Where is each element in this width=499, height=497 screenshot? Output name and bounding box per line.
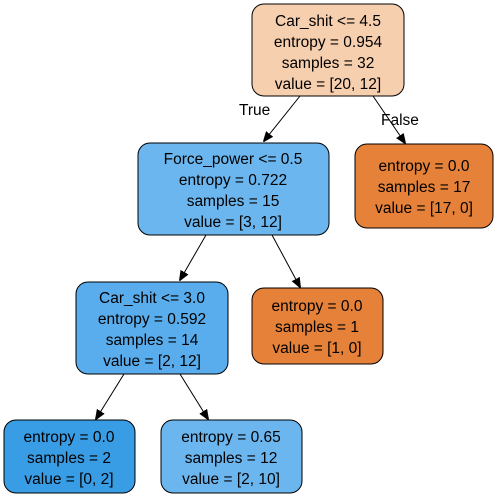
node-right3-value: value = [2, 10]: [182, 471, 280, 488]
node-right1-entropy: entropy = 0.0: [379, 158, 470, 175]
edge-root-left1: [264, 95, 301, 141]
node-right3: entropy = 0.65 samples = 12 value = [2, …: [160, 419, 303, 494]
node-right3-entropy: entropy = 0.65: [181, 429, 281, 446]
node-left3: entropy = 0.0 samples = 2 value = [0, 2]: [3, 419, 136, 494]
node-root-value: value = [20, 12]: [275, 76, 381, 93]
edge-left1-right2: [271, 234, 300, 287]
node-left2-samples: samples = 14: [106, 332, 199, 349]
node-left1-value: value = [3, 12]: [184, 214, 282, 231]
node-left1-box: [137, 142, 330, 236]
edge-root-right1: [372, 95, 405, 143]
node-right3-box: [160, 419, 303, 494]
node-left2: Car_shit <= 3.0 entropy = 0.592 samples …: [75, 281, 229, 375]
node-root-entropy: entropy = 0.954: [274, 34, 383, 51]
node-root-samples: samples = 32: [282, 55, 375, 72]
node-right3-samples: samples = 12: [185, 450, 278, 467]
node-left2-split: Car_shit <= 3.0: [99, 290, 205, 307]
node-left2-entropy: entropy = 0.592: [98, 311, 206, 328]
edge-left2-left3: [96, 373, 125, 419]
node-right2: entropy = 0.0 samples = 1 value = [1, 0]: [251, 287, 384, 365]
edge-label-false: False: [381, 112, 419, 129]
node-left3-entropy: entropy = 0.0: [24, 429, 115, 446]
edge-left2-right3: [179, 373, 208, 419]
node-right1: entropy = 0.0 samples = 17 value = [17, …: [354, 143, 494, 229]
node-root-split: Car_shit <= 4.5: [275, 13, 381, 30]
node-left2-box: [75, 281, 229, 375]
node-right2-samples: samples = 1: [275, 319, 359, 336]
node-left1-split: Force_power <= 0.5: [164, 151, 303, 168]
node-left3-samples: samples = 2: [27, 450, 111, 467]
node-right2-value: value = [1, 0]: [272, 340, 361, 357]
node-root: Car_shit <= 4.5 entropy = 0.954 samples …: [251, 3, 405, 97]
node-left1-entropy: entropy = 0.722: [179, 172, 287, 189]
edges: [96, 95, 405, 419]
node-root-box: [251, 3, 405, 97]
node-right1-samples: samples = 17: [378, 179, 471, 196]
node-left3-value: value = [0, 2]: [24, 471, 113, 488]
edge-label-true: True: [239, 102, 270, 119]
node-left3-box: [3, 419, 136, 494]
node-left1-samples: samples = 15: [187, 193, 280, 210]
node-left2-value: value = [2, 12]: [103, 353, 201, 370]
node-right2-entropy: entropy = 0.0: [272, 298, 363, 315]
node-right1-value: value = [17, 0]: [375, 200, 473, 217]
node-left1: Force_power <= 0.5 entropy = 0.722 sampl…: [137, 142, 330, 236]
node-right1-box: [354, 143, 494, 229]
edge-left1-left2: [180, 234, 207, 280]
node-right2-box: [251, 287, 384, 365]
